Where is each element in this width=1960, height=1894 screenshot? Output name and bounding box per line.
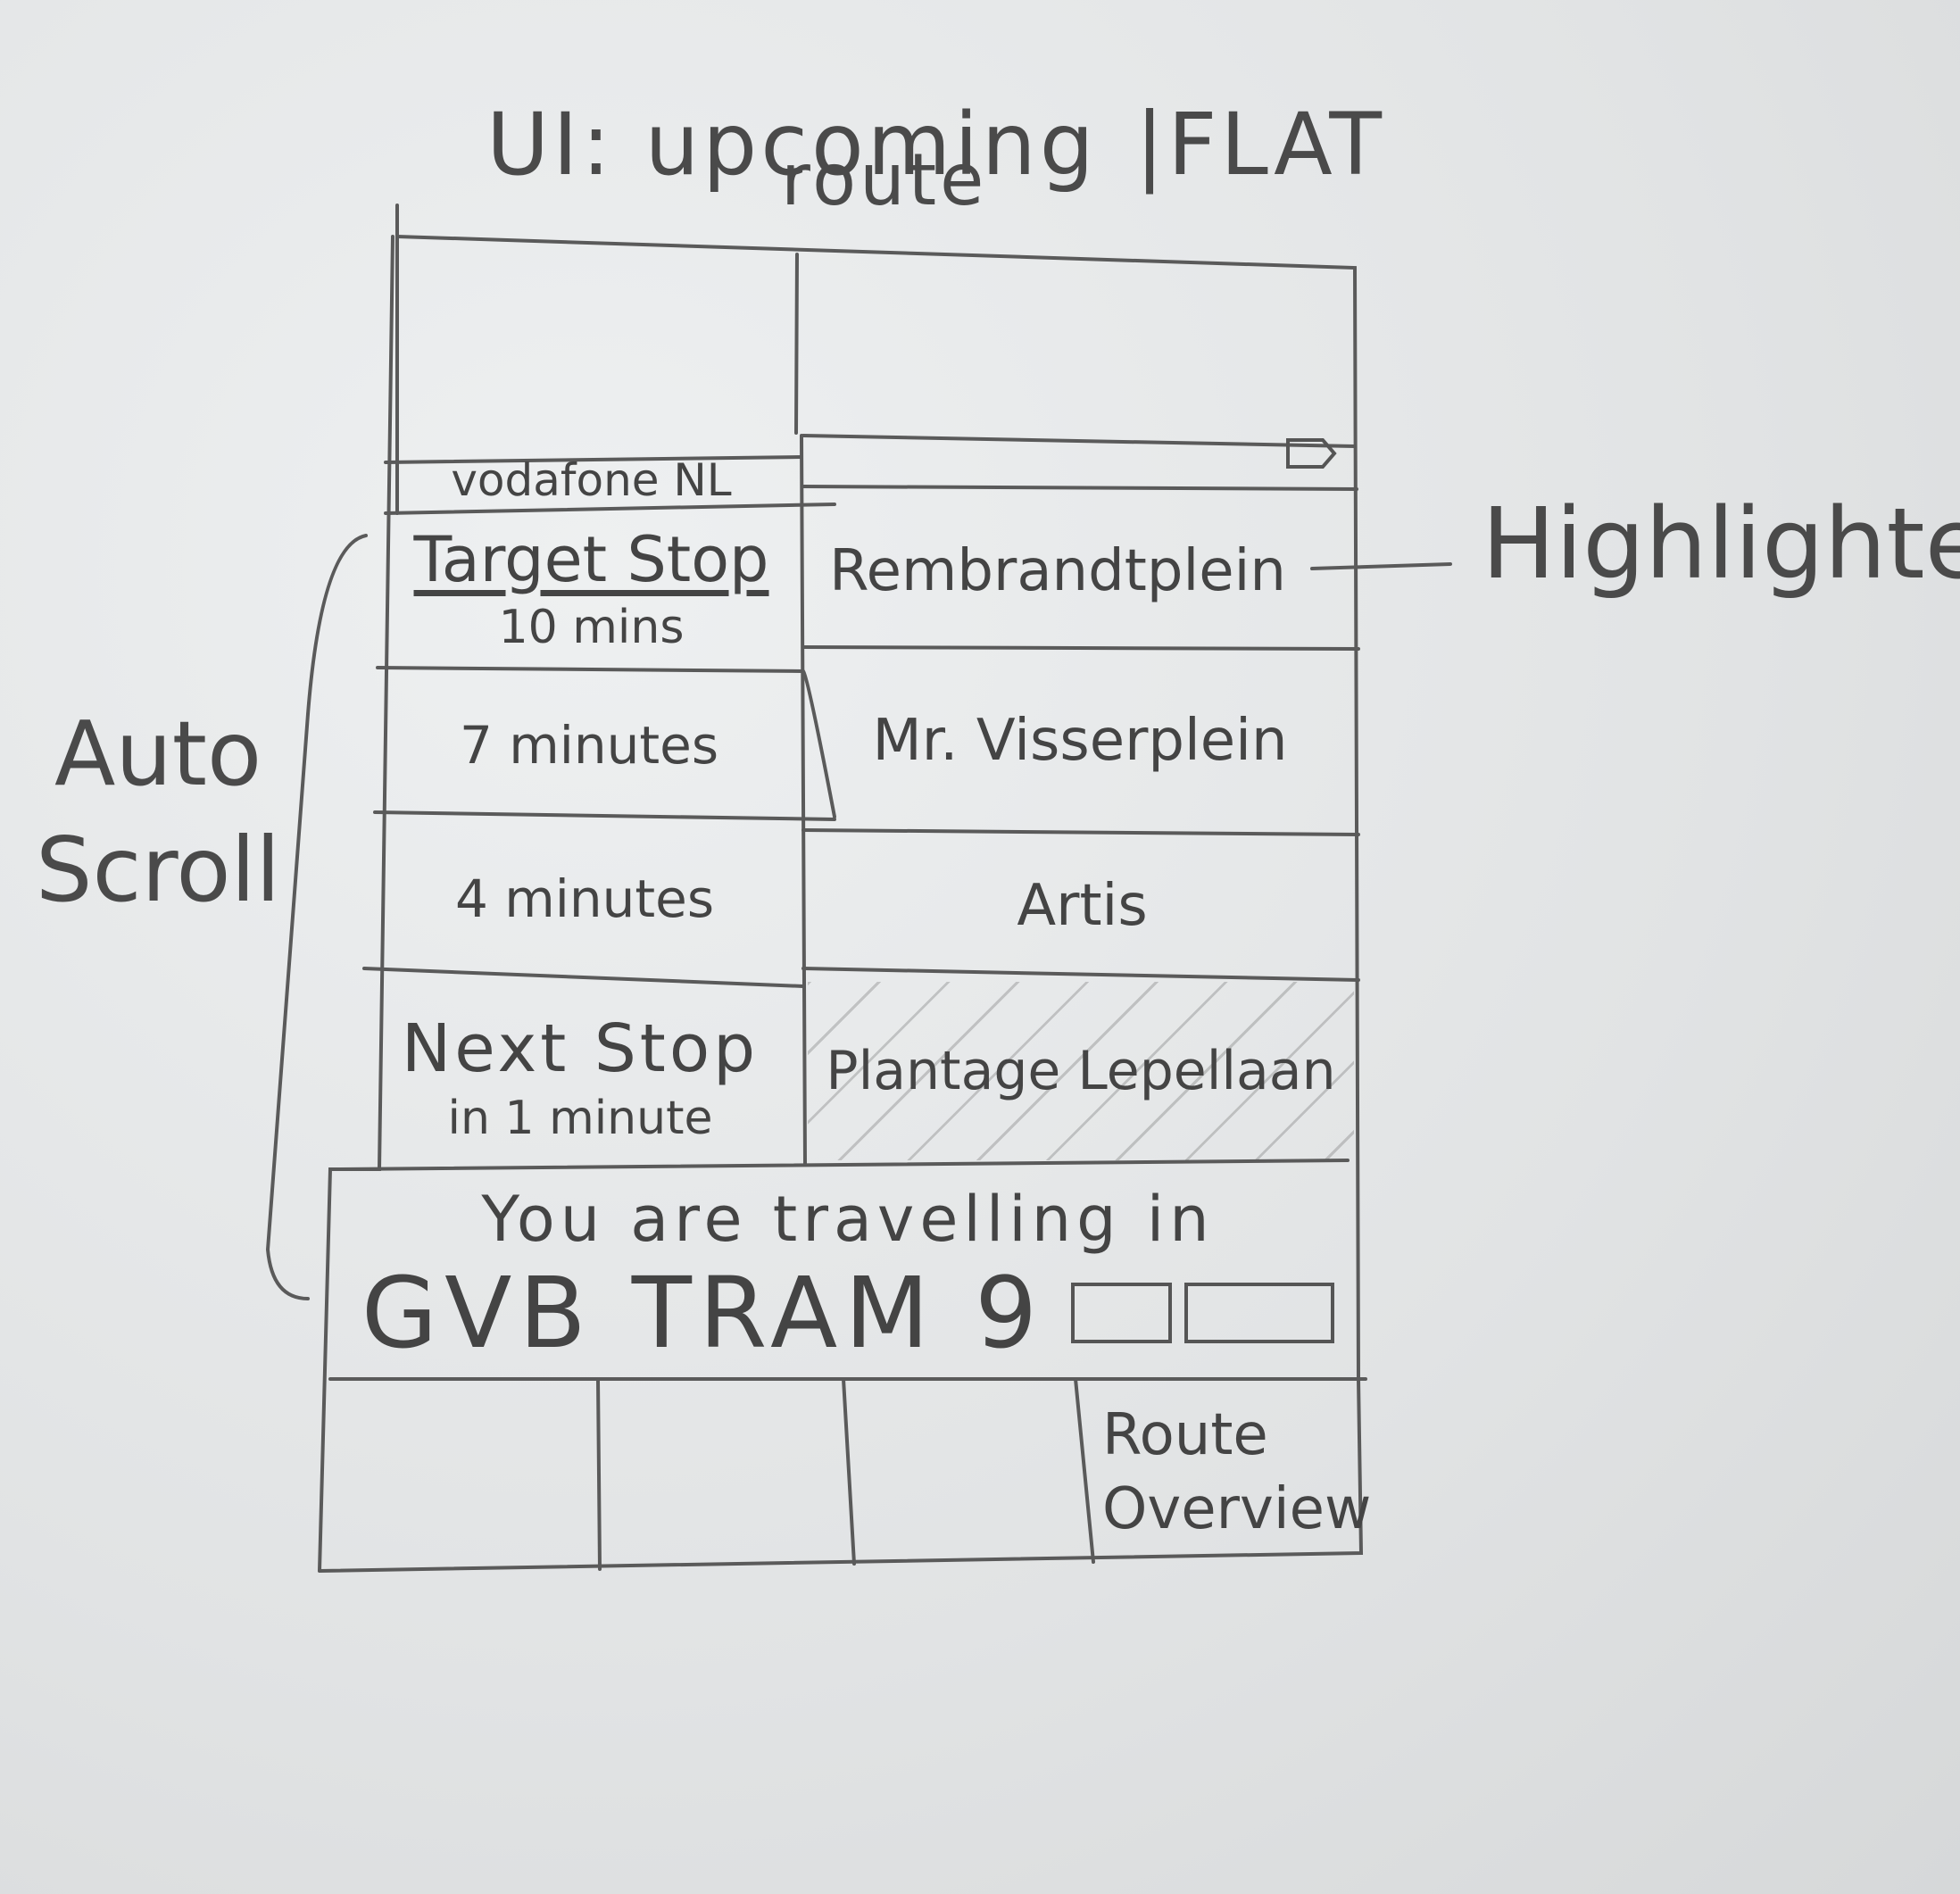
tab-2[interactable] bbox=[600, 1379, 845, 1566]
title-suffix: |FLAT bbox=[1134, 95, 1385, 195]
title-line-1: UI: upcoming bbox=[486, 95, 1098, 195]
battery-icon bbox=[1286, 438, 1337, 469]
travel-info-line-1: You are travelling in bbox=[481, 1183, 1215, 1256]
route-overview-line-2: Overview bbox=[1102, 1476, 1372, 1542]
carrier-label: vodafone NL bbox=[451, 453, 732, 506]
time-cell[interactable]: 7 minutes bbox=[379, 678, 799, 812]
vehicle-name: GVB TRAM 9 bbox=[361, 1256, 1045, 1370]
auto-scroll-line-1: Auto bbox=[54, 702, 262, 806]
tab-3[interactable] bbox=[854, 1379, 1077, 1566]
stop-cell[interactable]: Artis bbox=[1017, 873, 1148, 939]
stop-cell[interactable]: Mr. Visserplein bbox=[872, 708, 1288, 774]
tram-car-icon bbox=[1184, 1283, 1335, 1343]
time-cell-target[interactable]: Target Stop 10 mins bbox=[384, 518, 799, 660]
auto-scroll-line-2: Scroll bbox=[36, 818, 281, 922]
target-stop-title: Target Stop bbox=[413, 522, 769, 596]
time-cell[interactable]: 4 minutes bbox=[370, 826, 799, 973]
time-label: 7 minutes bbox=[459, 714, 719, 776]
route-overview-line-1: Route bbox=[1102, 1401, 1268, 1468]
time-cell-next[interactable]: Next Stop in 1 minute bbox=[361, 991, 799, 1165]
sketch-title: UI: upcoming |FLAT route bbox=[486, 76, 1385, 221]
tab-route-overview[interactable]: Route Overview bbox=[1084, 1379, 1371, 1566]
tram-car-icon bbox=[1071, 1283, 1173, 1343]
tram-icon bbox=[1071, 1283, 1335, 1343]
stop-cell-next[interactable]: Plantage Lepellaan bbox=[808, 982, 1354, 1160]
next-stop-eta: in 1 minute bbox=[447, 1092, 713, 1146]
time-label: 4 minutes bbox=[454, 868, 715, 930]
tab-1[interactable] bbox=[321, 1379, 598, 1566]
auto-scroll-annotation: Auto Scroll bbox=[36, 696, 280, 928]
target-stop-eta: 10 mins bbox=[498, 601, 685, 655]
next-stop-title: Next Stop bbox=[401, 1009, 760, 1087]
highlighted-annotation: Highlighted bbox=[1482, 486, 1960, 601]
title-line-2: route bbox=[781, 138, 988, 221]
travel-info-line-2: GVB TRAM 9 bbox=[361, 1256, 1335, 1370]
stop-cell-highlighted[interactable]: Rembrandtplein bbox=[829, 538, 1286, 604]
travel-info: You are travelling in GVB TRAM 9 bbox=[339, 1174, 1357, 1379]
